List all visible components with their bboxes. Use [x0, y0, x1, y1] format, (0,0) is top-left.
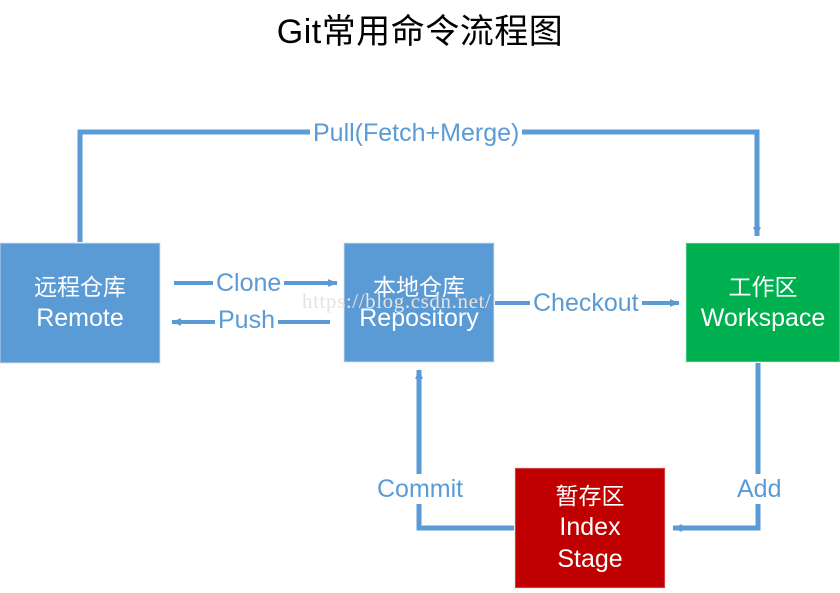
edge-label-clone: Clone: [213, 268, 285, 298]
node-index-label-en2: Stage: [557, 545, 623, 573]
edge-commit: [415, 369, 515, 531]
edge-label-checkout: Checkout: [530, 288, 642, 318]
page-title: Git常用命令流程图: [276, 13, 564, 51]
node-remote-label-en: Remote: [36, 304, 124, 332]
node-workspace-label-cn: 工作区: [728, 273, 798, 300]
node-index-label-en: Index: [559, 513, 621, 541]
node-index-stage[interactable]: 暂存区 Index Stage: [515, 468, 665, 588]
edge-label-add: Add: [734, 474, 785, 504]
node-repository-label-en: Repository: [359, 303, 479, 332]
node-repository-label-cn: 本地仓库: [373, 273, 465, 300]
node-index-label-cn: 暂存区: [555, 483, 625, 509]
node-repository[interactable]: 本地仓库 Repository: [344, 243, 494, 362]
edge-label-commit: Commit: [374, 474, 467, 504]
edge-pull: [77, 129, 761, 243]
node-remote-label-cn: 远程仓库: [34, 274, 126, 300]
node-workspace-label-en: Workspace: [700, 303, 826, 332]
node-remote[interactable]: 远程仓库 Remote: [0, 243, 160, 363]
edge-label-push: Push: [215, 305, 278, 335]
edge-add: [672, 362, 761, 532]
edge-label-pull: Pull(Fetch+Merge): [310, 118, 523, 148]
node-workspace[interactable]: 工作区 Workspace: [686, 243, 840, 362]
